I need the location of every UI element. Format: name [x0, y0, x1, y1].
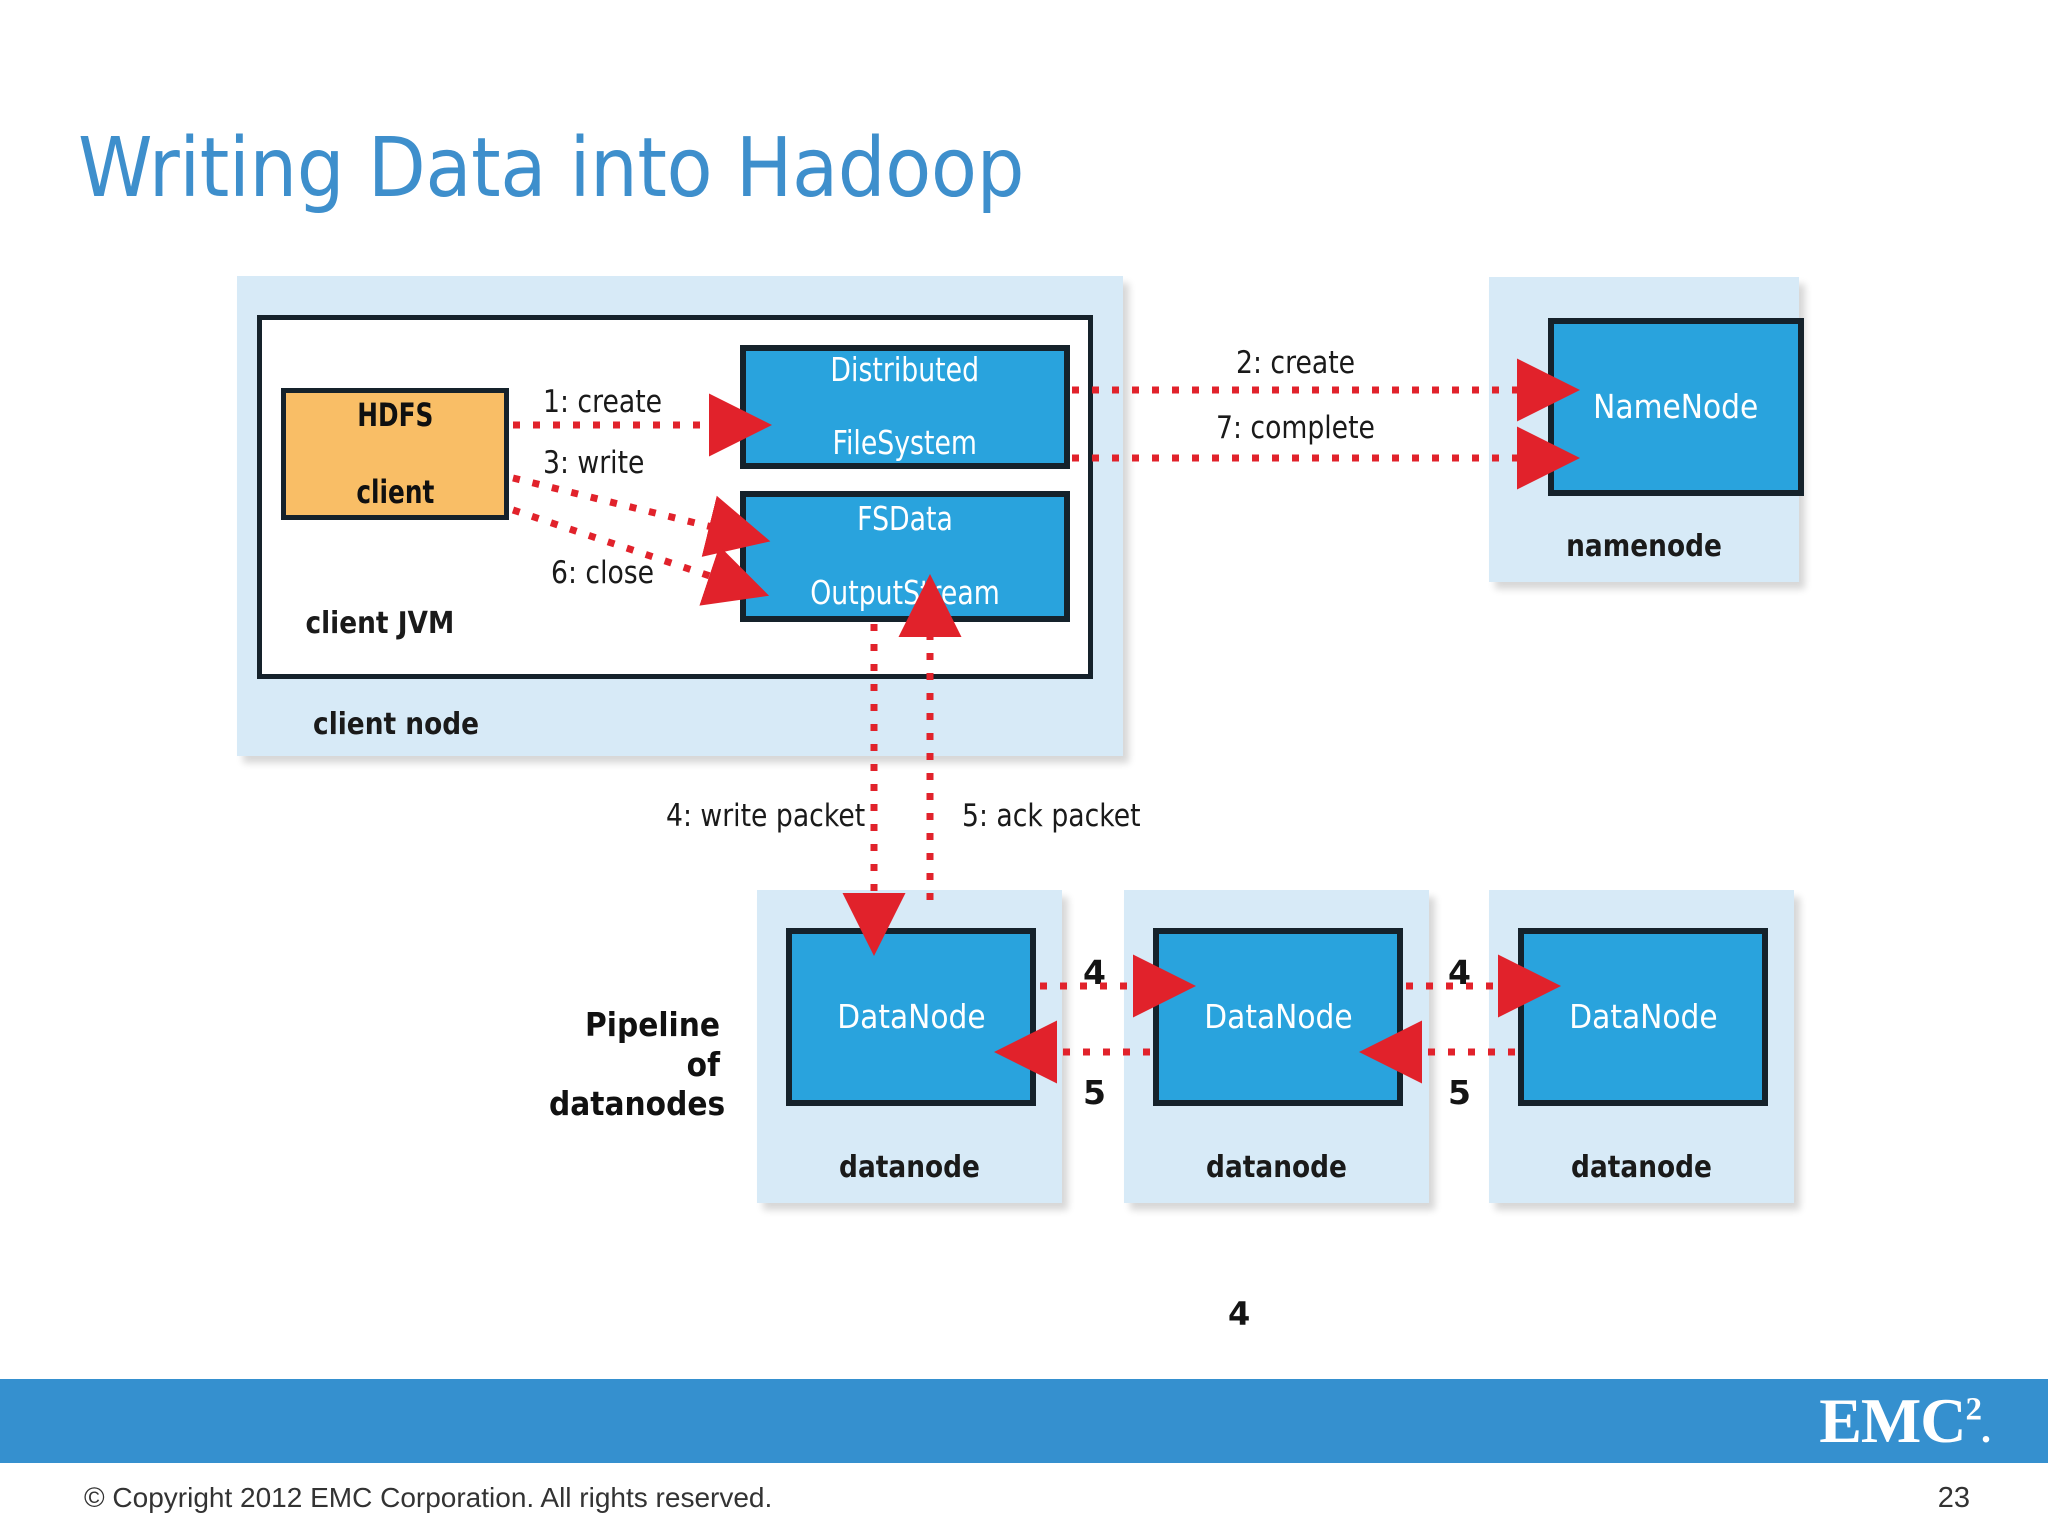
client-jvm-label: client JVM: [305, 606, 455, 641]
datanode-label-1: datanode: [839, 1150, 980, 1185]
dfs-line2: FileSystem: [832, 423, 978, 463]
page-title: Writing Data into Hadoop: [78, 121, 1025, 216]
datanode-box-1-label: DataNode: [836, 996, 986, 1036]
pipeline-step-4-b: 4: [1448, 953, 1471, 992]
fsdata-line1: FSData: [857, 499, 953, 539]
hdfs-client-line2: client: [356, 473, 434, 512]
datanode-box-1[interactable]: DataNode: [786, 928, 1036, 1106]
emc-logo-superscript: 2: [1965, 1391, 1982, 1428]
client-node-label: client node: [313, 707, 480, 742]
datanode-box-2[interactable]: DataNode: [1153, 928, 1403, 1106]
slide-number: 23: [1937, 1482, 1970, 1514]
step-label-6-close: 6: close: [551, 555, 655, 591]
emc-logo-dot: .: [1981, 1406, 1991, 1451]
dfs-line1: Distributed: [830, 349, 980, 389]
distributed-filesystem-box[interactable]: Distributed FileSystem: [740, 345, 1070, 469]
hdfs-write-diagram: client node client JVM HDFS client Distr…: [237, 276, 1804, 1333]
hdfs-client-line1: HDFS: [356, 396, 434, 435]
step-label-4-write-packet: 4: write packet: [666, 798, 866, 834]
pipeline-step-5-a: 5: [1083, 1073, 1106, 1112]
hdfs-client-box[interactable]: HDFS client: [281, 388, 509, 520]
pipeline-line2: datanodes: [549, 1084, 726, 1124]
datanode-label-3: datanode: [1571, 1150, 1712, 1185]
namenode-label: namenode: [1566, 529, 1722, 564]
emc-logo-text: EMC: [1819, 1385, 1966, 1456]
datanode-box-2-label: DataNode: [1203, 996, 1353, 1036]
namenode-box[interactable]: NameNode: [1548, 318, 1804, 496]
figure-caption: 4: [1228, 1295, 1251, 1333]
footer-bar: [0, 1379, 2048, 1463]
pipeline-line1: Pipeline of: [585, 1005, 720, 1084]
step-label-2-create: 2: create: [1236, 345, 1356, 381]
pipeline-of-datanodes-label: Pipeline of datanodes: [549, 1005, 725, 1124]
copyright-text: © Copyright 2012 EMC Corporation. All ri…: [84, 1482, 773, 1513]
step-label-5-ack-packet: 5: ack packet: [962, 798, 1141, 834]
emc-logo: EMC2.: [1819, 1389, 1991, 1453]
datanode-box-3[interactable]: DataNode: [1518, 928, 1768, 1106]
fsdata-line2: OutputStream: [810, 572, 1000, 612]
step-label-1-create: 1: create: [543, 384, 663, 420]
step-label-3-write: 3: write: [543, 445, 645, 481]
pipeline-step-4-a: 4: [1083, 953, 1106, 992]
datanode-label-2: datanode: [1206, 1150, 1347, 1185]
step-label-7-complete: 7: complete: [1216, 410, 1375, 446]
fsdata-outputstream-box[interactable]: FSData OutputStream: [740, 491, 1070, 622]
pipeline-step-5-b: 5: [1448, 1073, 1471, 1112]
namenode-box-label: NameNode: [1593, 386, 1759, 426]
datanode-box-3-label: DataNode: [1568, 996, 1718, 1036]
